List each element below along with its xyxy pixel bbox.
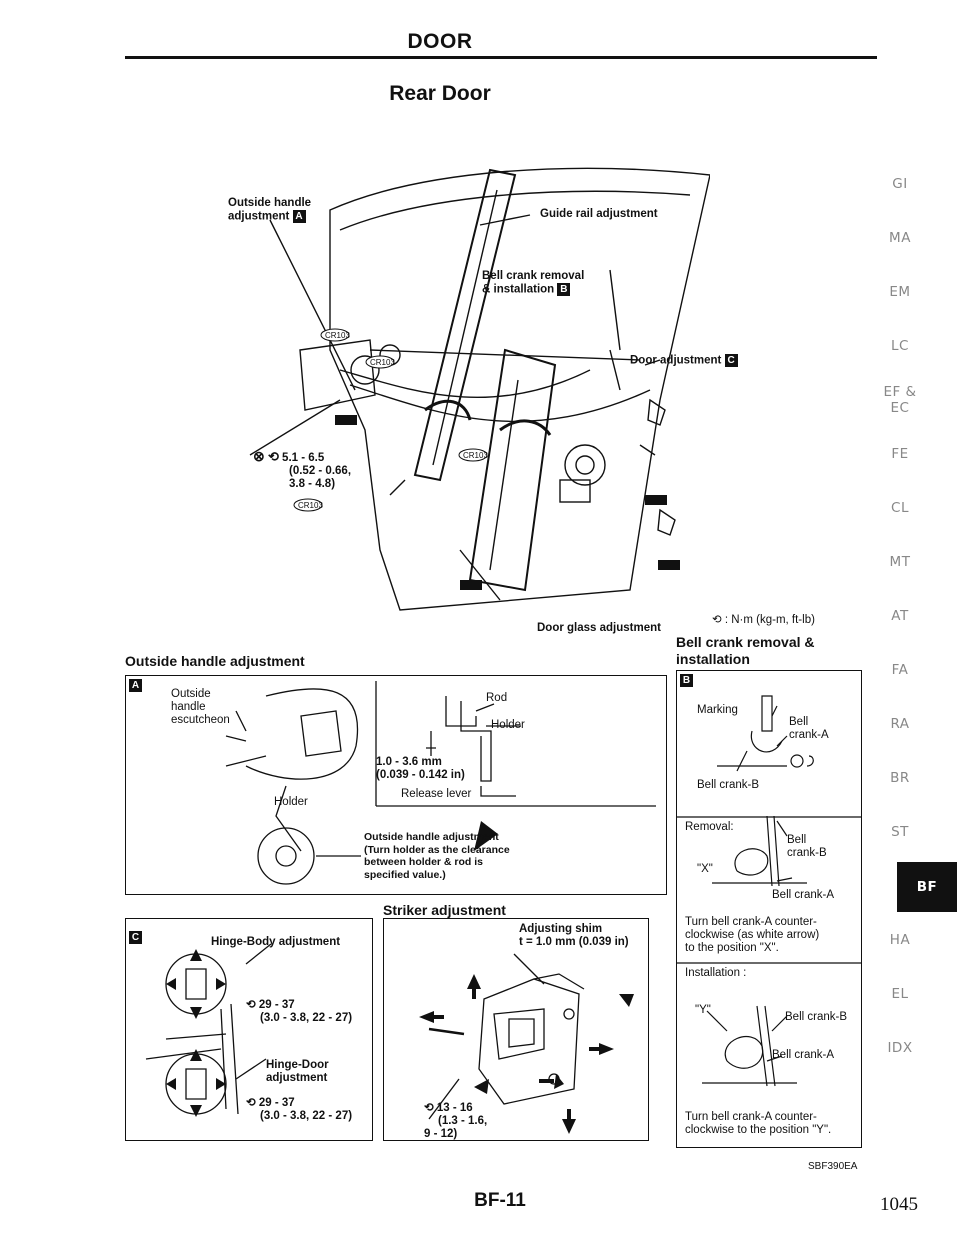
escutcheon-label: Outside handle escutcheon bbox=[171, 688, 230, 726]
torque-wrench-icon: ⟲ bbox=[246, 999, 256, 1011]
tag-a-icon: A bbox=[292, 210, 306, 223]
hinge-diagram bbox=[145, 943, 272, 1117]
side-tab-st[interactable]: ST bbox=[891, 824, 909, 840]
rod-label: Rod bbox=[486, 692, 508, 704]
tag-c-icon: C bbox=[129, 931, 142, 944]
striker-panel: Adjusting shim t = 1.0 mm (0.039 in) ⟲ 1… bbox=[383, 918, 649, 1141]
rear-door-diagram: CR103 CR103 CR103 CR103 bbox=[249, 167, 710, 611]
side-tab-cl[interactable]: CL bbox=[891, 500, 909, 516]
side-tab-br[interactable]: BR bbox=[890, 770, 910, 786]
bell-crank-removal-label: Bell crank removal & installation B bbox=[482, 270, 585, 296]
side-tab-bf[interactable]: BF bbox=[897, 862, 957, 912]
side-tab-ma[interactable]: MA bbox=[889, 230, 911, 246]
gap-spec: 1.0 - 3.6 mm (0.039 - 0.142 in) bbox=[376, 756, 465, 781]
side-tab-fa[interactable]: FA bbox=[891, 662, 909, 678]
removal-bell-crank-b-label: Bell crank-B bbox=[787, 834, 827, 859]
x-position-label: "X" bbox=[697, 863, 713, 875]
release-lever-label: Release lever bbox=[401, 788, 472, 800]
hinge-body-torque: ⟲ 29 - 37 (3.0 - 3.8, 22 - 27) bbox=[246, 999, 353, 1024]
tag-c-icon: C bbox=[724, 354, 738, 367]
page-code: BF-11 bbox=[474, 1190, 526, 1211]
side-tab-lc[interactable]: LC bbox=[891, 338, 909, 354]
section-b-panel: B Marking Bell bbox=[676, 670, 862, 1148]
torque-wrench-icon: ⟲ bbox=[267, 449, 279, 464]
outside-handle-note: Outside handle adjustment (Turn holder a… bbox=[364, 831, 510, 881]
hinge-body-label: Hinge-Body adjustment bbox=[211, 936, 341, 948]
installation-instructions: Turn bell crank-A counter- clockwise to … bbox=[685, 1111, 832, 1136]
fastener-icon: ⊗ bbox=[253, 448, 265, 464]
torque-wrench-icon: ⟲ bbox=[712, 614, 722, 626]
removal-bell-crank-a-label: Bell crank-A bbox=[772, 889, 834, 901]
tag-a-icon: A bbox=[129, 679, 142, 692]
side-tab-mt[interactable]: MT bbox=[889, 554, 911, 570]
side-tab-em[interactable]: EM bbox=[889, 284, 911, 300]
side-tab-el[interactable]: EL bbox=[891, 986, 909, 1002]
striker-diagram bbox=[419, 953, 634, 1134]
torque-wrench-icon: ⟲ bbox=[424, 1102, 434, 1114]
side-tab-ha[interactable]: HA bbox=[889, 932, 911, 948]
hinge-door-label: Hinge-Door adjustment bbox=[266, 1059, 329, 1084]
side-tab-ec[interactable]: EC bbox=[890, 400, 910, 416]
part-code-label: CR103 bbox=[298, 501, 323, 510]
removal-heading: Removal: bbox=[685, 821, 734, 833]
removal-instructions: Turn bell crank-A counter- clockwise (as… bbox=[685, 916, 820, 954]
part-code-label: CR103 bbox=[325, 331, 350, 340]
striker-heading: Striker adjustment bbox=[383, 902, 506, 918]
figure-code: SBF390EA bbox=[808, 1161, 858, 1172]
hinge-door-torque: ⟲ 29 - 37 (3.0 - 3.8, 22 - 27) bbox=[246, 1097, 353, 1122]
section-a-heading: Outside handle adjustment bbox=[125, 653, 305, 669]
door-adjustment-label: Door adjustment C bbox=[630, 354, 738, 368]
side-tab-fe[interactable]: FE bbox=[891, 446, 909, 462]
guide-rail-adjustment-label: Guide rail adjustment bbox=[540, 208, 658, 220]
install-bell-crank-b-label: Bell crank-B bbox=[785, 1011, 847, 1023]
section-c-panel: C Hinge-Body adjustment ⟲ 29 - 37 (3.0 -… bbox=[125, 918, 373, 1141]
torque-wrench-icon: ⟲ bbox=[246, 1097, 256, 1109]
side-tab-idx[interactable]: IDX bbox=[887, 1040, 913, 1056]
section-b-heading: Bell crank removal & installation bbox=[676, 634, 815, 667]
side-tab-ef[interactable]: EF & bbox=[883, 384, 917, 400]
striker-torque: ⟲ 13 - 16 (1.3 - 1.6, 9 - 12) bbox=[424, 1102, 488, 1140]
outside-handle-diagram bbox=[225, 681, 656, 885]
part-code-label: CR103 bbox=[370, 358, 395, 367]
bell-crank-diagram bbox=[677, 695, 861, 1087]
outside-handle-adjustment-label: Outside handle adjustment A bbox=[228, 197, 312, 223]
side-tab-gi[interactable]: GI bbox=[892, 176, 908, 192]
tag-b-icon: B bbox=[680, 674, 693, 687]
holder-right-label: Holder bbox=[491, 719, 525, 731]
bell-crank-a-label: Bell crank-A bbox=[789, 716, 829, 741]
install-bell-crank-a-label: Bell crank-A bbox=[772, 1049, 834, 1061]
torque-spec-main: ⊗ ⟲ 5.1 - 6.5 (0.52 - 0.66, 3.8 - 4.8) bbox=[253, 448, 352, 490]
installation-heading: Installation : bbox=[685, 967, 747, 979]
bell-crank-b-label: Bell crank-B bbox=[697, 779, 759, 791]
part-code-label: CR103 bbox=[463, 451, 488, 460]
title-rule bbox=[125, 56, 877, 59]
adjusting-shim-label: Adjusting shim t = 1.0 mm (0.039 in) bbox=[519, 923, 629, 948]
page-number: 1045 bbox=[880, 1194, 918, 1215]
side-tab-at[interactable]: AT bbox=[891, 608, 909, 624]
y-position-label: "Y" bbox=[695, 1004, 711, 1016]
side-tab-ra[interactable]: RA bbox=[890, 716, 910, 732]
page-subtitle: Rear Door bbox=[389, 82, 491, 105]
torque-legend: ⟲ : N·m (kg-m, ft-lb) bbox=[712, 614, 815, 626]
page-title: DOOR bbox=[407, 30, 473, 53]
holder-left-label: Holder bbox=[274, 796, 308, 808]
section-a-panel: A Outside handle escutcheon Holder Rod H… bbox=[125, 675, 667, 895]
marking-label: Marking bbox=[697, 704, 738, 716]
tag-b-icon: B bbox=[557, 283, 571, 296]
door-glass-adjustment-label: Door glass adjustment bbox=[537, 622, 661, 634]
